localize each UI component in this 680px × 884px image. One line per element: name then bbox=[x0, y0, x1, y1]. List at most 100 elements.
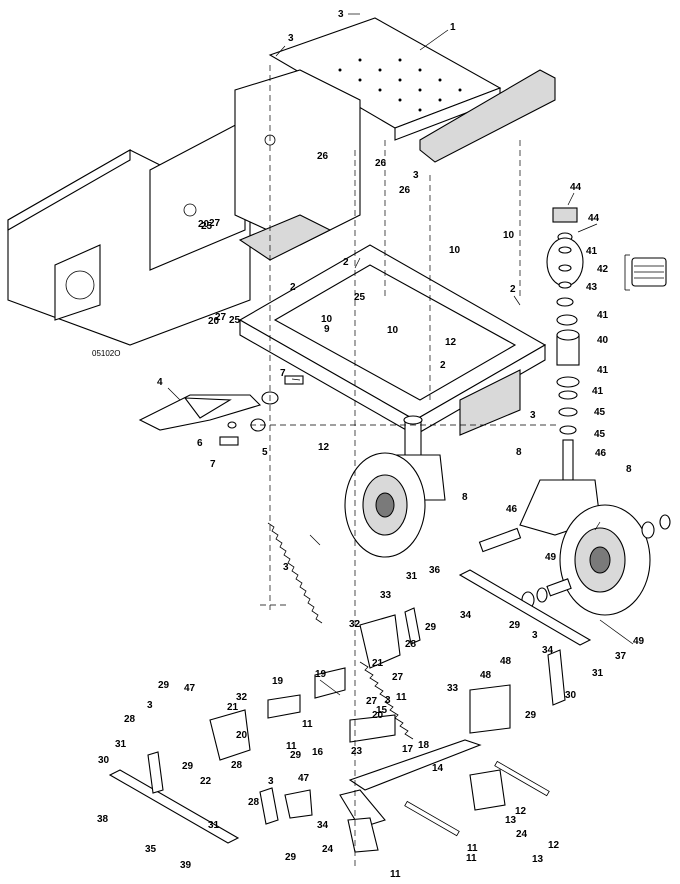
callout: 29 bbox=[290, 750, 302, 761]
callout: 42 bbox=[597, 264, 609, 275]
callout: 31 bbox=[592, 668, 604, 679]
callout: 41 bbox=[592, 386, 604, 397]
callout: 29 bbox=[509, 620, 521, 631]
callout: 21 bbox=[227, 702, 239, 713]
callout: 25 bbox=[354, 292, 366, 303]
callout: 1 bbox=[450, 22, 456, 33]
callout: 26 bbox=[375, 158, 387, 169]
callout: 29 bbox=[158, 680, 170, 691]
callout: 37 bbox=[615, 651, 627, 662]
callout: 49 bbox=[545, 552, 557, 563]
callout: 20 bbox=[236, 730, 248, 741]
callout: 19 bbox=[272, 676, 284, 687]
callout: 47 bbox=[184, 683, 196, 694]
callout: 34 bbox=[317, 820, 329, 831]
callout: 3 bbox=[338, 9, 344, 20]
callout: 34 bbox=[542, 645, 554, 656]
callout: 10 bbox=[449, 245, 461, 256]
callout: 3 bbox=[288, 33, 294, 44]
callout: 34 bbox=[460, 610, 472, 621]
callout: 10 bbox=[321, 314, 333, 325]
callout: 3 bbox=[268, 776, 274, 787]
callout: 27 bbox=[209, 218, 221, 229]
footplate bbox=[268, 17, 556, 163]
callout: 15 bbox=[376, 705, 388, 716]
callout: 11 bbox=[390, 869, 401, 880]
callout: 27 bbox=[366, 696, 378, 707]
callout: 20 bbox=[198, 219, 210, 230]
callout: 7 bbox=[280, 368, 286, 379]
callout: 29 bbox=[525, 710, 537, 721]
callout: 11 bbox=[466, 853, 477, 864]
callout: 28 bbox=[248, 797, 260, 808]
callout: 26 bbox=[317, 151, 329, 162]
callout: 39 bbox=[180, 860, 192, 871]
callout: 29 bbox=[182, 761, 194, 772]
callout: 11 bbox=[396, 692, 407, 703]
callout: 3 bbox=[283, 562, 289, 573]
linkages bbox=[108, 569, 592, 844]
callout: 46 bbox=[595, 448, 607, 459]
callout: 32 bbox=[236, 692, 248, 703]
callout: 38 bbox=[97, 814, 109, 825]
callout: 10 bbox=[503, 230, 515, 241]
front-subframe bbox=[238, 244, 547, 436]
callout: 23 bbox=[351, 746, 363, 757]
callout: 11 bbox=[302, 719, 313, 730]
callout: 2 bbox=[510, 284, 516, 295]
callout: 2 bbox=[290, 282, 296, 293]
leader-lines bbox=[167, 13, 634, 696]
callout: 28 bbox=[231, 760, 243, 771]
callout: 12 bbox=[548, 840, 560, 851]
callout: 31 bbox=[406, 571, 418, 582]
callout: 7 bbox=[210, 459, 216, 470]
callout: 27 bbox=[392, 672, 404, 683]
figure-reference-code: 05102O bbox=[92, 349, 120, 358]
callout: 3 bbox=[530, 410, 536, 421]
callout: 43 bbox=[586, 282, 598, 293]
callout: 44 bbox=[570, 182, 582, 193]
callout: 32 bbox=[349, 619, 361, 630]
chassis-frame bbox=[7, 69, 361, 346]
callout: 45 bbox=[594, 407, 606, 418]
callout: 20 bbox=[208, 316, 220, 327]
callout: 45 bbox=[594, 429, 606, 440]
callout: 48 bbox=[500, 656, 512, 667]
brake-handle bbox=[138, 375, 304, 446]
callout: 25 bbox=[201, 221, 213, 232]
caster-wheel-assembled bbox=[344, 415, 446, 558]
callout: 24 bbox=[322, 844, 334, 855]
callout: 36 bbox=[429, 565, 441, 576]
callout: 22 bbox=[200, 776, 212, 787]
callout: 21 bbox=[372, 658, 384, 669]
callout: 12 bbox=[318, 442, 330, 453]
callout: 28 bbox=[405, 639, 417, 650]
callout: 20 bbox=[372, 710, 384, 721]
callout: 31 bbox=[115, 739, 127, 750]
callout: 24 bbox=[516, 829, 528, 840]
callout: 10 bbox=[387, 325, 399, 336]
callout: 44 bbox=[588, 213, 600, 224]
callout: 47 bbox=[298, 773, 310, 784]
callout: 13 bbox=[505, 815, 517, 826]
callout: 13 bbox=[532, 854, 544, 865]
callout: 2 bbox=[440, 360, 446, 371]
alignment-lines bbox=[250, 65, 560, 870]
callout: 40 bbox=[597, 335, 609, 346]
callout: 4 bbox=[157, 377, 163, 388]
callout: 8 bbox=[626, 464, 632, 475]
callout: 35 bbox=[145, 844, 157, 855]
callout: 19 bbox=[315, 669, 327, 680]
callout: 3 bbox=[413, 170, 419, 181]
callout: 2 bbox=[343, 257, 349, 268]
callout: 48 bbox=[480, 670, 492, 681]
callout: 18 bbox=[418, 740, 430, 751]
callout: 3 bbox=[147, 700, 153, 711]
springs bbox=[267, 522, 414, 740]
callout: 25 bbox=[229, 315, 241, 326]
callout: 41 bbox=[597, 310, 609, 321]
callout: 17 bbox=[402, 744, 414, 755]
callout: 11 bbox=[286, 741, 297, 752]
callout: 11 bbox=[467, 843, 478, 854]
